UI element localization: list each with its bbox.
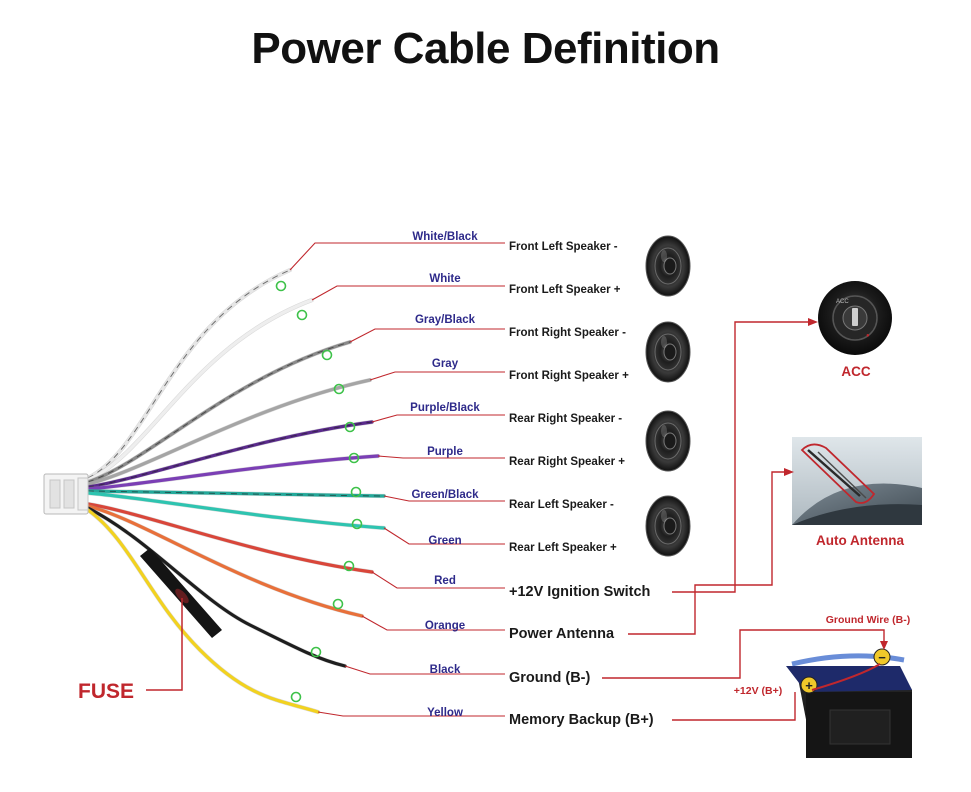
wire-function-label: +12V Ignition Switch	[509, 584, 650, 600]
wire-leader-line	[383, 527, 505, 545]
wire-color-label: Purple/Black	[410, 402, 480, 414]
solder-point-icon	[350, 486, 362, 498]
wire-function-label: Rear Left Speaker -	[509, 499, 614, 511]
solder-point-icon	[343, 560, 355, 572]
wire-function-label: Front Left Speaker -	[509, 241, 618, 253]
solder-point-icon	[310, 646, 322, 658]
speaker-icon	[645, 321, 691, 383]
wire-leader-line	[361, 615, 505, 631]
wire-color-label: Green/Black	[411, 489, 479, 501]
wire-outline	[85, 267, 293, 481]
wire	[86, 508, 320, 714]
wire-function-label: Ground (B-)	[509, 670, 591, 686]
device-leader-lines	[602, 321, 885, 721]
wire-leader-line	[344, 665, 505, 675]
wire-color-label: White/Black	[412, 231, 478, 243]
wire-outline	[85, 297, 315, 483]
wire-stripe	[87, 269, 291, 479]
battery-icon: + −	[786, 648, 912, 758]
wire	[86, 502, 374, 574]
page-title: Power Cable Definition	[251, 24, 720, 73]
wire-color-label: Yellow	[427, 707, 463, 719]
wire	[86, 378, 372, 486]
wire	[86, 454, 380, 491]
auto-antenna-label: Auto Antenna	[816, 533, 904, 548]
wire-color-label: Gray	[432, 358, 459, 370]
wire-color-label: Red	[434, 575, 456, 587]
wire-stripe	[87, 421, 373, 488]
battery-minus-symbol: −	[878, 650, 886, 665]
wire-function-label: Rear Right Speaker -	[509, 413, 622, 425]
fuse-leader-line	[146, 598, 183, 691]
svg-text:●: ●	[866, 333, 870, 339]
wire-color-label: White	[429, 273, 460, 285]
battery-positive-label: +12V (B+)	[734, 685, 782, 697]
solder-point-icon	[321, 349, 333, 361]
wire-function-label: Memory Backup (B+)	[509, 712, 654, 728]
speaker-icon	[645, 495, 691, 557]
wire-connector-icon	[43, 473, 89, 515]
wire-function-label: Front Left Speaker +	[509, 284, 621, 296]
fuse-icon	[140, 548, 222, 638]
wire-leader-line	[311, 285, 505, 301]
wire-stripe	[87, 490, 385, 497]
wire-leader-line	[369, 371, 505, 381]
wire-leader-line	[377, 455, 505, 459]
solder-point-icon	[275, 280, 287, 292]
wire-leader-line	[371, 571, 505, 589]
wire-color-label: Orange	[425, 620, 465, 632]
speaker-icon	[645, 235, 691, 297]
fuse-label: FUSE	[78, 680, 134, 703]
wire-function-label: Front Right Speaker -	[509, 327, 626, 339]
wire-color-label: Gray/Black	[415, 314, 476, 326]
wire-leader-line	[383, 495, 505, 502]
ignition-key-icon: ACC ●	[818, 281, 892, 355]
solder-point-icon	[344, 421, 356, 433]
acc-label: ACC	[841, 364, 870, 379]
wire	[86, 420, 374, 489]
wire	[86, 491, 386, 530]
wire-leader-line	[371, 414, 505, 423]
wire	[86, 268, 292, 480]
wire	[86, 298, 314, 482]
car-antenna-icon	[792, 437, 922, 525]
wire-leader-line	[349, 328, 505, 343]
wire	[86, 504, 364, 618]
wire-leader-line	[317, 711, 505, 717]
wire-function-label: Rear Right Speaker +	[509, 456, 625, 468]
wire-color-label: Green	[428, 535, 461, 547]
solder-point-icon	[333, 383, 345, 395]
battery-plus-symbol: +	[805, 678, 813, 693]
wire-color-label: Purple	[427, 446, 463, 458]
ground-wire-label: Ground Wire (B-)	[826, 614, 910, 626]
wire-function-label: Front Right Speaker +	[509, 370, 629, 382]
speaker-icon	[645, 410, 691, 472]
solder-point-icon	[351, 518, 363, 530]
speaker-group	[645, 235, 691, 557]
wire-color-label: Black	[430, 664, 461, 676]
solder-point-icon	[332, 598, 344, 610]
solder-point-icon	[296, 309, 308, 321]
wire-stripe	[87, 341, 351, 483]
wire-leader-line	[289, 242, 505, 271]
svg-text:ACC: ACC	[836, 299, 849, 305]
solder-point-icon	[348, 452, 360, 464]
wire-bundle	[85, 267, 387, 715]
wire-function-label: Rear Left Speaker +	[509, 542, 617, 554]
wire	[86, 506, 347, 668]
solder-point-icon	[290, 691, 302, 703]
wire-function-label: Power Antenna	[509, 626, 615, 642]
